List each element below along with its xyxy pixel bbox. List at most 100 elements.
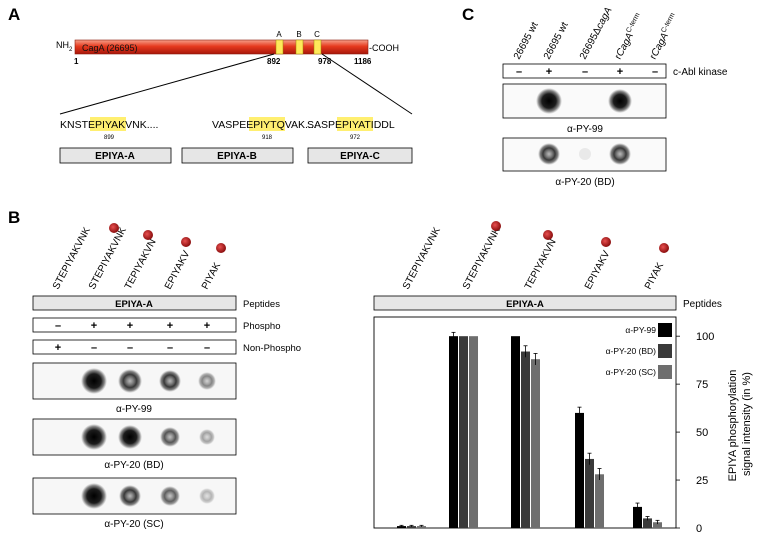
lane-label: 26695 wt [512,20,541,61]
sign: – [55,320,61,332]
phospho-signs: –++++ [55,320,210,332]
blot-c-py99 [502,83,667,119]
peptide-label: STEPIYAKVNK [461,225,503,291]
peptide-header-label: EPIYA-A [115,299,153,310]
blot-spot [119,485,141,507]
blot-spot [81,424,107,450]
legend-label: α-PY-20 (BD) [606,346,657,356]
legend-label: α-PY-99 [625,325,656,335]
peptide-label: EPIYAKV [583,249,613,292]
blot-spot [199,488,215,504]
peptide-label: EPIYAKV [163,249,193,292]
bar [417,526,426,528]
legend-swatch [658,323,672,337]
row-label-nonphospho: Non-Phospho [243,343,301,354]
blot-spot [81,368,107,394]
blot-spot [199,429,215,445]
residue-972: 972 [350,135,361,141]
bar [397,526,406,528]
lane-labels-c: 26695 wt 26695 wt 26695ΔcagA rCagAC-term… [512,5,681,62]
nonphospho-signs: +–––– [55,342,210,354]
bar [575,412,584,528]
panel-c: 26695 wt 26695 wt 26695ΔcagA rCagAC-term… [502,5,728,188]
position-892: 892 [267,57,281,66]
motif-c-segment [313,39,322,55]
row-label-peptides: Peptides [243,299,280,310]
legend-swatch [658,365,672,379]
bar [531,359,540,528]
y-tick-label: 50 [696,427,708,439]
blot-spot [198,372,216,390]
blot-spot [160,427,180,447]
peptide-label: PIYAK [200,261,223,292]
seq-b-highlight [249,117,285,131]
phospho-dot [143,230,153,240]
bar [633,506,642,528]
phospho-dot [659,243,669,253]
panel-label-b: B [8,208,20,227]
lane-label: 26695 wt [542,20,571,61]
phospho-dot [491,221,501,231]
sign: – [652,66,658,78]
kinase-signs: –+–+– [516,66,658,78]
epiya-a-label: EPIYA-A [95,151,135,162]
panel-label-c: C [462,5,474,24]
blot-b-label-py20sc: α-PY-20 (SC) [104,519,163,530]
blot-c-label-py99: α-PY-99 [567,124,603,135]
blot-spot [118,425,142,449]
protein-label: CagA (26695) [82,43,138,53]
epiya-c-box [307,147,413,164]
bar [585,458,594,528]
bar [643,518,652,528]
legend-label: α-PY-20 (SC) [606,367,657,377]
y-tick-label: 100 [696,331,714,343]
seq-a-highlight [90,117,126,131]
panel-label-a: A [8,5,20,24]
bars [397,331,662,528]
peptide-label: TEPIYAKVN [523,237,559,291]
bar [449,336,458,528]
blot-b-label-py99: α-PY-99 [116,404,152,415]
blot-b-label-py20bd: α-PY-20 (BD) [104,460,163,471]
blot-spot [609,143,631,165]
sign: – [127,342,133,354]
sign: + [204,320,210,332]
blot-spot [608,89,632,113]
peptide-label: STEPIYAKVNK [401,225,443,291]
residue-899: 899 [104,135,115,141]
lane-label: 26695ΔcagA [578,5,615,61]
sign: – [91,342,97,354]
zoom-line-right [321,53,413,115]
chart-title-box [373,295,677,311]
bar [407,526,416,528]
epiya-b-box [181,147,294,164]
bar [459,336,468,528]
y-axis-label-line1: EPIYA phosphorylation [727,370,739,482]
seq-c-highlight [337,117,373,131]
sign: – [516,66,522,78]
lane-label: rCagAC-term [647,12,681,62]
y-axis-label-line2: signal intensity (in %) [741,372,753,476]
phospho-dot [181,237,191,247]
cooh-label: -COOH [369,43,399,53]
sequence-a: KNSTEPIYAKVNK.... [60,119,158,131]
legend-swatch [658,344,672,358]
phospho-row-box [32,317,237,333]
phospho-dot [109,223,119,233]
sign: + [55,342,61,354]
chart-title: EPIYA-A [506,299,544,310]
y-tick-label: 25 [696,475,708,487]
sign: + [546,66,552,78]
blot-c-label-py20bd: α-PY-20 (BD) [555,177,614,188]
sign: + [127,320,133,332]
bar [511,336,520,528]
bar [521,351,530,528]
phospho-dot [216,243,226,253]
peptide-header-box [32,295,237,311]
sign: + [91,320,97,332]
motif-b-segment [295,39,304,55]
blot-spot [118,369,142,393]
